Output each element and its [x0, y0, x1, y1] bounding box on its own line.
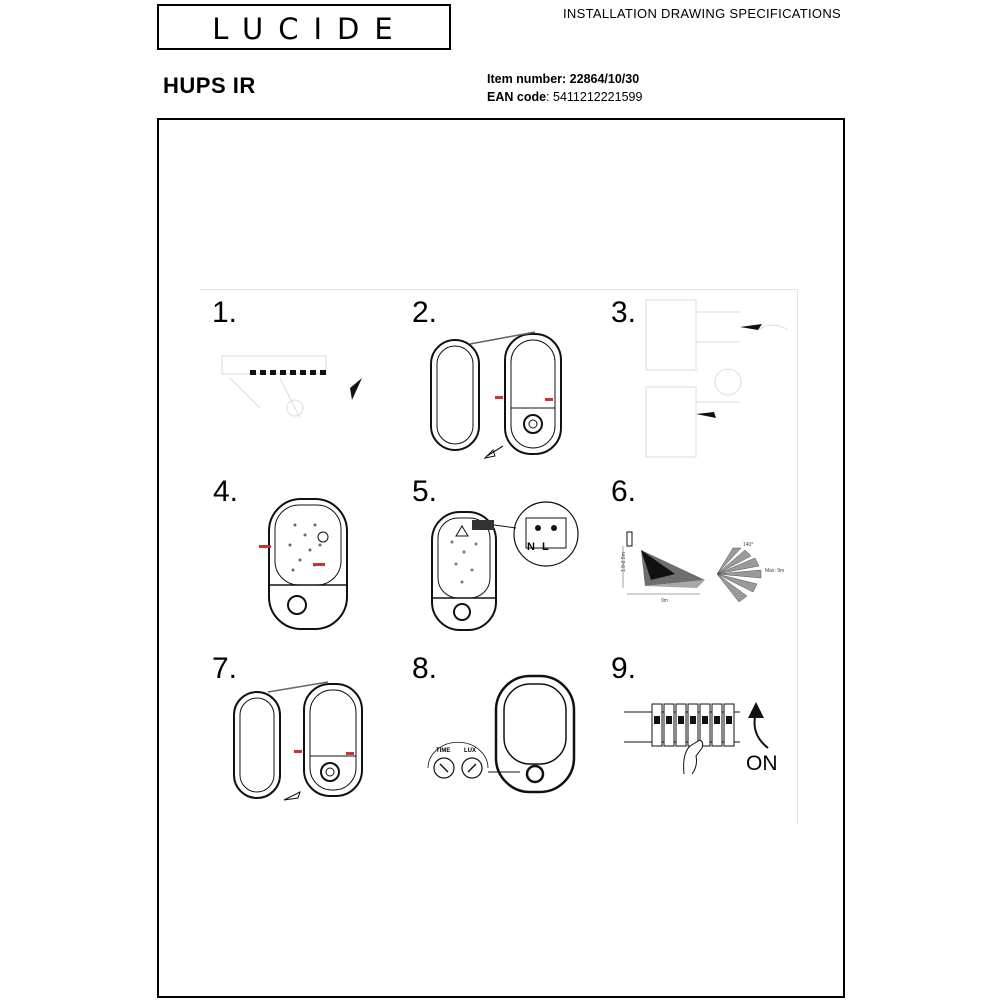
step-number-4: 4.: [213, 475, 239, 508]
panel-border-top: [200, 289, 798, 290]
step-number-3: 3.: [611, 296, 637, 329]
step-number-5: 5.: [412, 475, 438, 508]
step-number-1: 1.: [212, 296, 238, 329]
range-distance-label: 9m: [661, 598, 668, 604]
step-number-9: 9.: [611, 652, 637, 685]
step-6-detection-range-illustration: 1.8-2.5m 9m 140° Max: 9m: [621, 531, 784, 604]
ean-code-line: EAN code: 5411212221599: [487, 90, 642, 104]
step-number-2: 2.: [412, 296, 438, 329]
step-9-power-on-illustration: [624, 703, 740, 775]
product-name: HUPS IR: [163, 73, 256, 98]
step-4-back-plate-illustration: [259, 498, 348, 630]
brand-logo: LUCIDE: [157, 4, 451, 50]
switch-on-arrow-icon: [748, 702, 769, 749]
item-number-label: Item number:: [487, 72, 567, 86]
step-number-7: 7.: [212, 652, 238, 685]
ean-code-label: EAN code: [487, 90, 547, 104]
panel-border-right: [797, 289, 798, 824]
step-2-open-luminaire-illustration: [430, 331, 562, 459]
time-dial-label: TIME: [436, 748, 450, 754]
step-number-6: 6.: [611, 475, 637, 508]
terminal-label-l: L: [542, 541, 549, 553]
step-3-wall-plug-illustration: [645, 299, 789, 458]
document-type: INSTALLATION DRAWING SPECIFICATIONS: [563, 6, 841, 21]
step-1-drilling-illustration: [221, 355, 362, 419]
switch-on-label: ON: [746, 752, 778, 775]
step-5-wiring-illustration: N L: [431, 501, 579, 631]
mount-height-label: 1.8-2.5m: [621, 552, 627, 572]
detection-angle-label: 140°: [743, 542, 753, 548]
lux-dial-label: LUX: [464, 748, 476, 754]
logo-text: LUCIDE: [212, 12, 408, 46]
step-8-adjust-settings-illustration: TIME LUX: [427, 674, 576, 794]
step-number-8: 8.: [412, 652, 438, 685]
step-7-close-luminaire-illustration: [233, 681, 363, 801]
max-range-label: Max: 9m: [765, 568, 784, 574]
item-number-line: Item number: 22864/10/30: [487, 72, 639, 86]
terminal-label-n: N: [527, 541, 535, 553]
ean-code-value: : 5411212221599: [546, 90, 643, 104]
item-number-value: 22864/10/30: [569, 72, 640, 86]
drawing-frame: [157, 118, 845, 998]
